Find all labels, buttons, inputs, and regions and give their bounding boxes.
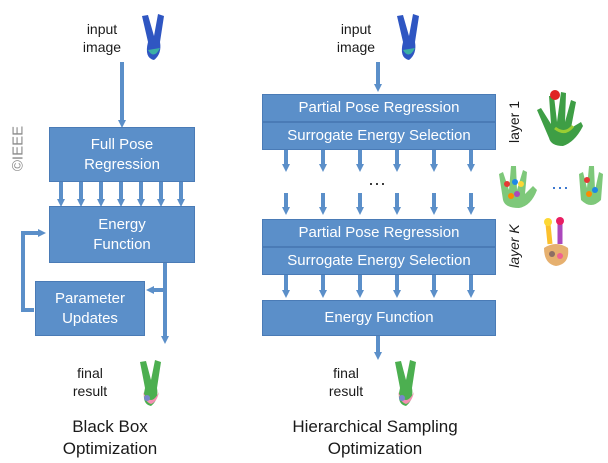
hand-victory-icon <box>142 14 164 60</box>
hand-victory-icon <box>397 14 419 60</box>
right-final-label: final result <box>328 365 364 399</box>
right-input-label: input image <box>336 21 376 55</box>
parameter-updates-box: Parameter Updates <box>35 281 145 336</box>
arrow-group-to-layerK <box>282 193 475 215</box>
layer-1-label: layer 1 <box>506 100 522 144</box>
ellipsis-side: ··· <box>551 177 569 197</box>
partial-pose-regression-box-k: Partial Pose Regression <box>262 219 496 247</box>
hand-open-icon <box>537 90 583 146</box>
surrogate-energy-selection-box-1: Surrogate Energy Selection <box>262 122 496 150</box>
arrow-group-layerK-to-energy <box>282 275 475 298</box>
arrow-group-layer1-down <box>282 150 475 172</box>
energy-function-box-right: Energy Function <box>262 300 496 336</box>
hand-skeleton-icon <box>544 217 569 266</box>
left-final-label: final result <box>72 365 108 399</box>
arrow-param-to-energy <box>21 229 46 312</box>
ellipsis-mid: ··· <box>368 173 386 193</box>
full-pose-regression-box: Full Pose Regression <box>49 127 195 182</box>
energy-function-box-left: Energy Function <box>49 206 195 263</box>
hand-points-icon <box>499 166 537 208</box>
surrogate-energy-selection-box-k: Surrogate Energy Selection <box>262 247 496 275</box>
left-caption: Black Box Optimization <box>62 417 158 458</box>
partial-pose-regression-box-1: Partial Pose Regression <box>262 94 496 122</box>
arrow-group-full-pose-to-energy <box>57 182 185 207</box>
hand-victory-icon <box>140 360 161 406</box>
hand-points-icon <box>579 166 603 205</box>
layer-k-label: layer K <box>506 224 522 268</box>
left-input-label: input image <box>82 21 122 55</box>
hand-victory-icon <box>395 360 416 406</box>
right-caption: Hierarchical Sampling Optimization <box>292 417 458 458</box>
copyright-label: ©IEEE <box>9 125 27 172</box>
